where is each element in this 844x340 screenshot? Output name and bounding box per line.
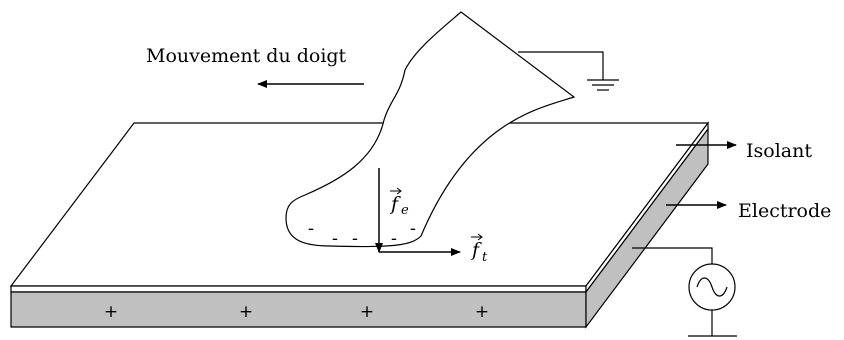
electrode-label: Electrode (738, 200, 831, 222)
svg-text:e: e (401, 203, 409, 218)
negative-charge: - (332, 229, 338, 249)
positive-charge: + (239, 302, 253, 322)
movement-label: Mouvement du doigt (146, 45, 347, 67)
ground-wire (518, 51, 604, 80)
insulator-label: Isolant (746, 140, 812, 162)
positive-charge: + (104, 302, 118, 322)
negative-charge: - (410, 219, 416, 239)
svg-text:t: t (482, 250, 488, 265)
negative-charge: - (391, 229, 397, 249)
svg-text:f: f (389, 193, 401, 215)
electrode-front-layer (10, 291, 587, 328)
electrostatic-force-label: f e (389, 187, 409, 218)
electrode-side-layer (585, 127, 709, 329)
negative-charge: - (308, 219, 314, 239)
positive-charge: + (475, 302, 489, 322)
source-wire-top (632, 247, 713, 264)
ac-source-icon (688, 263, 736, 311)
svg-text:f: f (470, 239, 482, 261)
tangential-force-label: f t (470, 233, 488, 265)
insulator-front-layer (10, 285, 587, 293)
ground-icon (587, 79, 619, 91)
finger-outline (285, 11, 576, 248)
negative-charge: - (352, 229, 358, 249)
positive-charge: + (360, 302, 374, 322)
